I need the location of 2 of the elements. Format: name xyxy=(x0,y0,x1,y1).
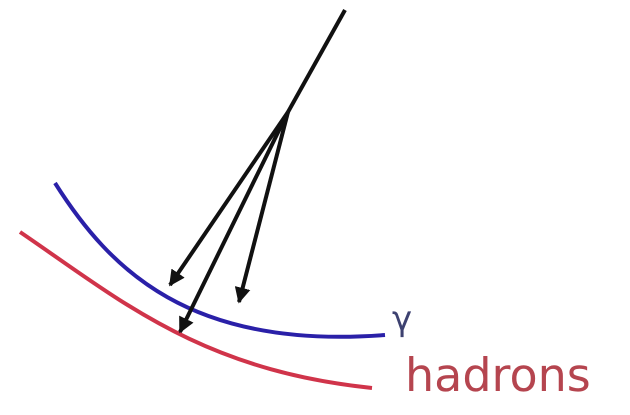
curve-label: γ xyxy=(392,302,412,336)
curve-label: hadrons xyxy=(405,352,591,398)
